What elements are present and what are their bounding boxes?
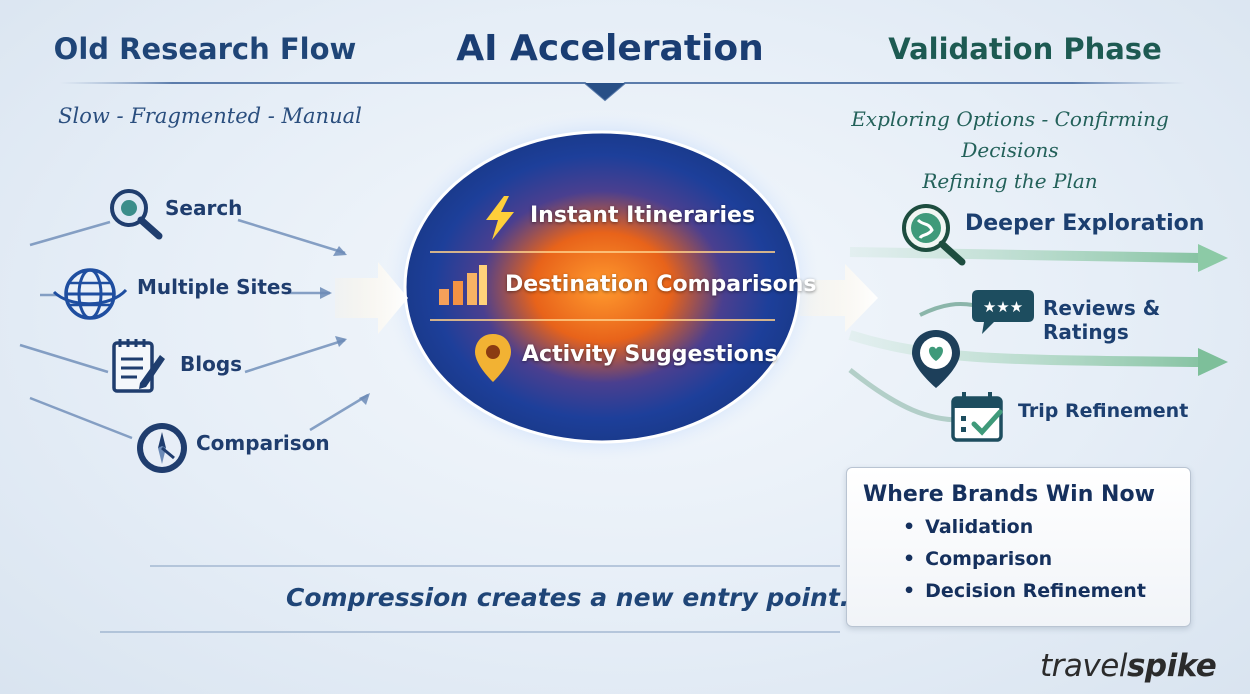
activity-suggestions-label: Activity Suggestions [522,342,778,367]
globe-icon [52,268,128,320]
rating-bubble-icon: ★★★ [972,290,1034,334]
destination-comparisons-label: Destination Comparisons [505,272,817,297]
reviews-ratings-label: Reviews & Ratings [1043,296,1161,344]
validation-subtitle-line1: Exploring Options - Confirming Decisions [851,107,1169,162]
ai-heading: AI Acceleration [456,28,764,69]
bar-chart-icon [439,265,487,305]
location-pin-icon [475,334,511,382]
brands-list-item: Decision Refinement [903,575,1190,607]
heart-pin-icon [912,330,960,388]
calendar-check-icon [951,392,1003,442]
trip-refinement-label: Trip Refinement [1018,400,1189,422]
logo-part-travel: travel [1040,648,1127,684]
blogs-label: Blogs [180,352,243,376]
instant-itineraries-label: Instant Itineraries [530,203,756,228]
brands-list: Validation Comparison Decision Refinemen… [863,511,1190,607]
search-label: Search [165,196,243,220]
comparison-label: Comparison [196,431,330,455]
validation-subtitle: Exploring Options - Confirming Decisions… [800,104,1220,197]
magnifier-icon [110,189,163,240]
deeper-exploration-label: Deeper Exploration [965,211,1205,236]
map-magnifier-icon [902,204,966,266]
brands-list-item: Validation [903,511,1190,543]
validation-subtitle-line2: Refining the Plan [922,169,1098,193]
logo-part-spike: spike [1126,648,1217,684]
old-flow-subtitle: Slow - Fragmented - Manual [58,104,362,128]
travelspike-logo: travelspike [1040,648,1217,684]
where-brands-win-box: Where Brands Win Now Validation Comparis… [846,467,1191,627]
brands-list-item: Comparison [903,543,1190,575]
multiple-sites-label: Multiple Sites [137,275,293,299]
tagline: Compression creates a new entry point. [286,583,850,612]
old-flow-heading: Old Research Flow [53,32,357,66]
notepad-icon [112,339,165,393]
lightning-icon [486,196,514,240]
brands-box-title: Where Brands Win Now [863,482,1155,507]
svg-text:★★★: ★★★ [983,298,1023,316]
validation-heading: Validation Phase [888,32,1162,66]
compass-icon [137,423,187,473]
